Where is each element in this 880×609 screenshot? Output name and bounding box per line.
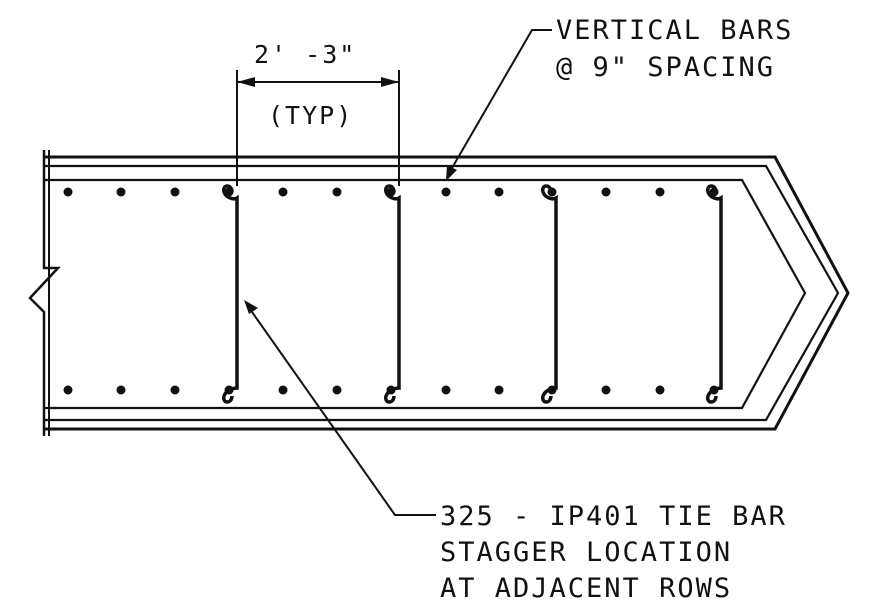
tie-bar: [384, 184, 401, 404]
tie-bar-note-line3: AT ADJACENT ROWS: [440, 573, 732, 604]
tie-bar: [706, 184, 723, 404]
vertical-bar-dot: [441, 187, 451, 197]
vertical-bar-dot: [441, 385, 451, 395]
dimension-value: 2' -3": [254, 40, 356, 69]
vertical-bar-dot: [278, 385, 288, 395]
vertical-bar-dot: [386, 385, 396, 395]
break-line: [28, 150, 61, 436]
vertical-bar-dot: [709, 187, 719, 197]
vertical-bar-dot: [494, 187, 504, 197]
vertical-bar-dot: [494, 385, 504, 395]
tie-bar-note-line1: 325 - IP401 TIE BAR: [440, 501, 787, 532]
vertical-bar-dot: [547, 385, 557, 395]
vertical-bar-dot: [547, 187, 557, 197]
vertical-bars: [63, 187, 719, 395]
wall-outline: [44, 155, 850, 431]
vertical-bar-dot: [116, 187, 126, 197]
vertical-bar-dot: [170, 385, 180, 395]
vertical-bar-dot: [601, 187, 611, 197]
tie-bar-leader: [244, 300, 436, 516]
tie-bars: [222, 184, 723, 404]
vertical-bar-dot: [386, 187, 396, 197]
dimension-arrow-right: [381, 77, 399, 87]
vertical-bars-note-line2: @ 9" SPACING: [556, 52, 775, 83]
vertical-bar-dot: [63, 187, 73, 197]
dimension-qualifier: (TYP): [268, 101, 353, 130]
tie-bar-note-line2: STAGGER LOCATION: [440, 537, 732, 568]
vertical-bar-dot: [601, 385, 611, 395]
vertical-bar-dot: [332, 187, 342, 197]
vertical-bar-dot: [224, 187, 234, 197]
vertical-bars-note-line1: VERTICAL BARS: [556, 15, 793, 46]
vertical-bar-dot: [709, 385, 719, 395]
vertical-bar-dot: [63, 385, 73, 395]
dimension-arrow-left: [237, 77, 255, 87]
vertical-bar-dot: [278, 187, 288, 197]
tie-bar: [541, 184, 558, 404]
dimension-marker: [236, 70, 400, 186]
vertical-bar-dot: [170, 187, 180, 197]
tie-bar: [222, 184, 239, 404]
vertical-bar-dot: [655, 187, 665, 197]
vertical-bar-dot: [116, 385, 126, 395]
vertical-bar-dot: [224, 385, 234, 395]
vertical-bar-dot: [332, 385, 342, 395]
vertical-bars-leader: [446, 29, 552, 181]
vertical-bar-dot: [655, 385, 665, 395]
